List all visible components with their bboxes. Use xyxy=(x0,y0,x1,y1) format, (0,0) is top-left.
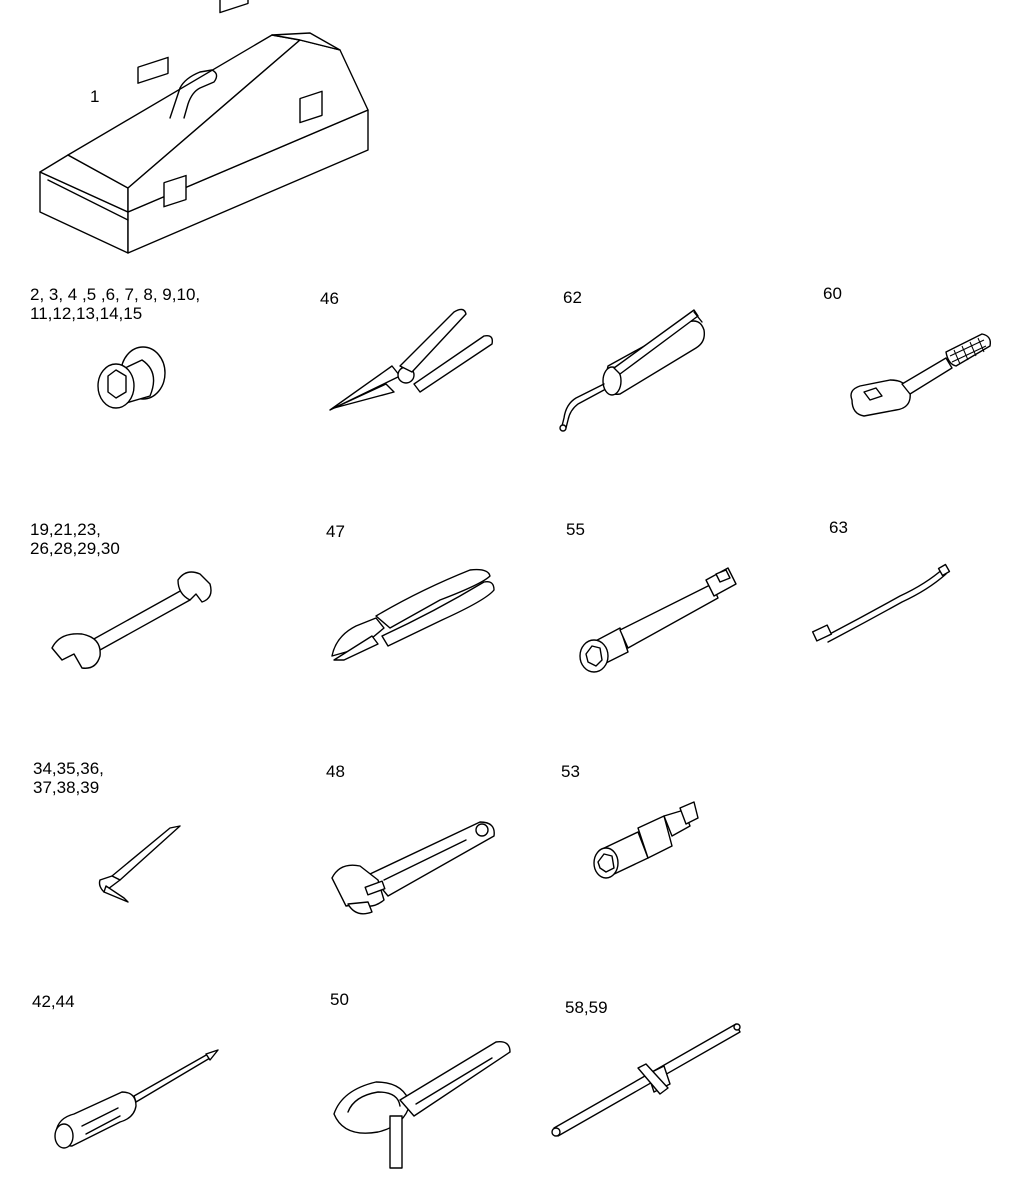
grease-hose-drawing xyxy=(811,563,951,643)
part-label-sliding-t-bar: 58,59 xyxy=(565,998,608,1017)
part-label-extension-bar: 55 xyxy=(566,520,585,539)
universal-joint-drawing xyxy=(593,801,699,879)
part-label-open-end-wrench-line1: 19,21,23, xyxy=(30,520,101,539)
part-label-combination-pliers: 47 xyxy=(326,522,345,541)
part-label-grease-gun: 62 xyxy=(563,288,582,307)
part-label-hex-key: 34,35,36, 37,38,39 xyxy=(33,759,104,797)
adjustable-wrench-drawing xyxy=(331,821,495,915)
part-label-filter-wrench: 50 xyxy=(330,990,349,1009)
part-label-socket: 2, 3, 4 ,5 ,6, 7, 8, 9,10, 11,12,13,14,1… xyxy=(30,285,200,323)
part-label-hex-key-line1: 34,35,36, xyxy=(33,759,104,778)
long-nose-pliers-drawing xyxy=(329,308,494,411)
combination-pliers-drawing xyxy=(331,568,495,661)
toolbox-drawing xyxy=(39,0,369,254)
sliding-t-bar-drawing xyxy=(551,1023,741,1137)
part-label-universal-joint: 53 xyxy=(561,762,580,781)
part-label-hex-key-line2: 37,38,39 xyxy=(33,778,100,797)
extension-bar-drawing xyxy=(579,567,737,673)
part-label-grease-hose: 63 xyxy=(829,518,848,537)
part-label-socket-line1: 2, 3, 4 ,5 ,6, 7, 8, 9,10, xyxy=(30,285,201,304)
part-label-adjustable-wrench: 48 xyxy=(326,762,345,781)
grease-gun-drawing xyxy=(559,309,706,432)
screwdriver-drawing xyxy=(54,1049,219,1149)
part-label-ratchet-handle: 60 xyxy=(823,284,842,303)
part-label-socket-line2: 11,12,13,14,15 xyxy=(30,304,143,323)
hex-key-drawing xyxy=(98,825,181,903)
socket-drawing xyxy=(97,346,166,409)
part-label-long-nose-pliers: 46 xyxy=(320,289,339,308)
part-label-open-end-wrench-line2: 26,28,29,30 xyxy=(30,539,120,558)
filter-wrench-drawing xyxy=(333,1041,511,1169)
ratchet-handle-drawing xyxy=(850,333,992,417)
part-label-open-end-wrench: 19,21,23, 26,28,29,30 xyxy=(30,520,120,558)
part-label-toolbox: 1 xyxy=(90,87,100,106)
open-end-wrench-drawing xyxy=(51,571,212,669)
part-label-screwdriver: 42,44 xyxy=(32,992,75,1011)
